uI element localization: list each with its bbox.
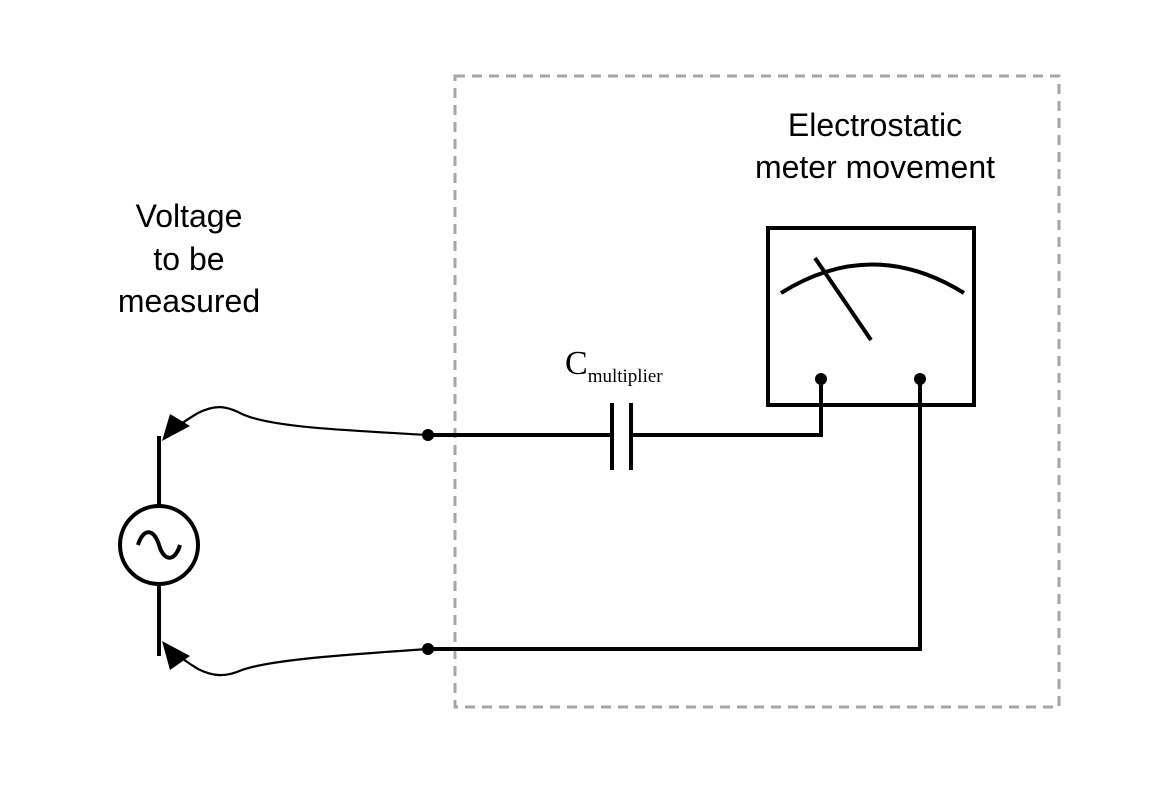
meter-enclosure-dashed-box [453, 74, 1061, 709]
test-lead-bottom [162, 641, 429, 677]
meter-terminal-right [914, 373, 926, 385]
bottom-wire [428, 379, 922, 651]
voltage-label-line-1: Voltage [136, 198, 243, 234]
meter-terminal-left [815, 373, 827, 385]
test-lead-top [162, 406, 429, 441]
voltage-label: Voltage to be measured [118, 198, 260, 319]
voltage-label-line-2: to be [153, 241, 224, 277]
meter-label-line-1: Electrostatic [788, 107, 962, 143]
meter-label-line-2: meter movement [755, 149, 995, 185]
meter-label: Electrostatic meter movement [755, 107, 995, 185]
arrow-head-top-icon [162, 414, 190, 441]
meter-movement-icon [766, 226, 976, 407]
top-wire [428, 379, 823, 437]
capacitor-label-subscript: multiplier [588, 366, 664, 387]
ac-source-icon [118, 436, 200, 656]
capacitor-label-main: C [565, 345, 588, 382]
arrow-head-bottom-icon [162, 641, 190, 670]
capacitor-icon [610, 403, 633, 470]
capacitor-label: Cmultiplier [565, 345, 663, 387]
voltage-label-line-3: measured [118, 283, 260, 319]
